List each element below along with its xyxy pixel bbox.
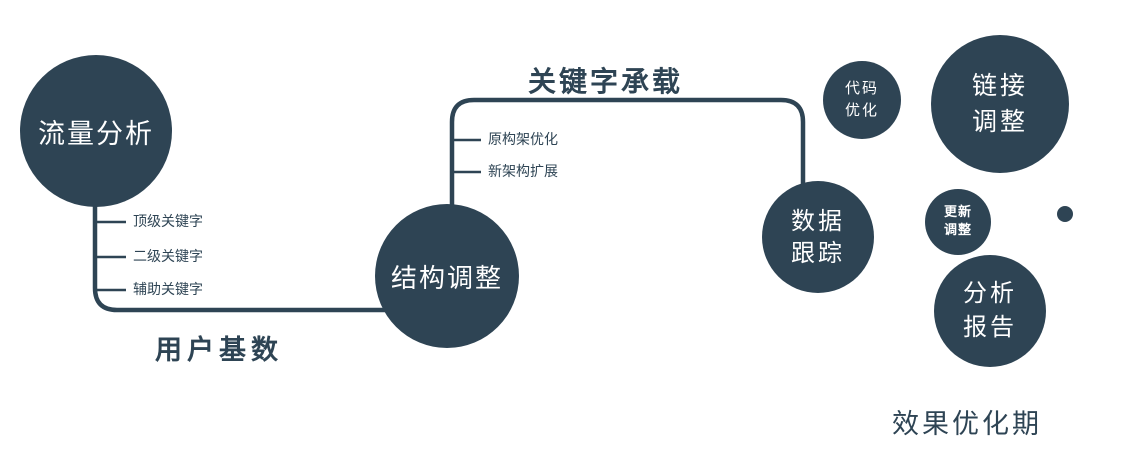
branch-label-second-keywords: 二级关键字 [133, 249, 203, 265]
footer-label-effect-period: 效果优化期 [892, 409, 1042, 440]
node-link-adjustment: 链接 调整 [931, 35, 1069, 173]
branch-label-new-arch: 新架构扩展 [488, 164, 558, 180]
node-data-tracking-label: 数据 跟踪 [791, 206, 845, 267]
connector-traffic-to-structure [92, 198, 392, 313]
node-link-adjustment-label: 链接 调整 [971, 70, 1028, 136]
node-traffic-analysis-label: 流量分析 [38, 118, 154, 150]
node-code-optimization-label: 代码 优化 [844, 79, 879, 119]
connector-structure-to-tracking [449, 97, 806, 206]
node-code-optimization: 代码 优化 [823, 61, 901, 139]
node-update-adjustment-label: 更新 调整 [943, 204, 972, 238]
node-structure-adjustment: 结构调整 [375, 204, 519, 348]
branch-label-original-arch: 原构架优化 [488, 132, 558, 148]
branch-label-top-keywords: 顶级关键字 [133, 214, 203, 230]
node-analysis-report: 分析 报告 [934, 255, 1046, 367]
node-structure-adjustment-label: 结构调整 [390, 263, 503, 294]
node-update-adjustment: 更新 调整 [925, 189, 991, 255]
node-data-tracking: 数据 跟踪 [762, 181, 874, 293]
bullet-dot [1057, 206, 1073, 222]
edge-label-user-base: 用户基数 [155, 335, 283, 366]
node-traffic-analysis: 流量分析 [20, 55, 172, 207]
branch-label-aux-keywords: 辅助关键字 [133, 282, 203, 298]
node-analysis-report-label: 分析 报告 [963, 279, 1017, 341]
edge-label-keyword-carry: 关键字承载 [528, 65, 684, 98]
